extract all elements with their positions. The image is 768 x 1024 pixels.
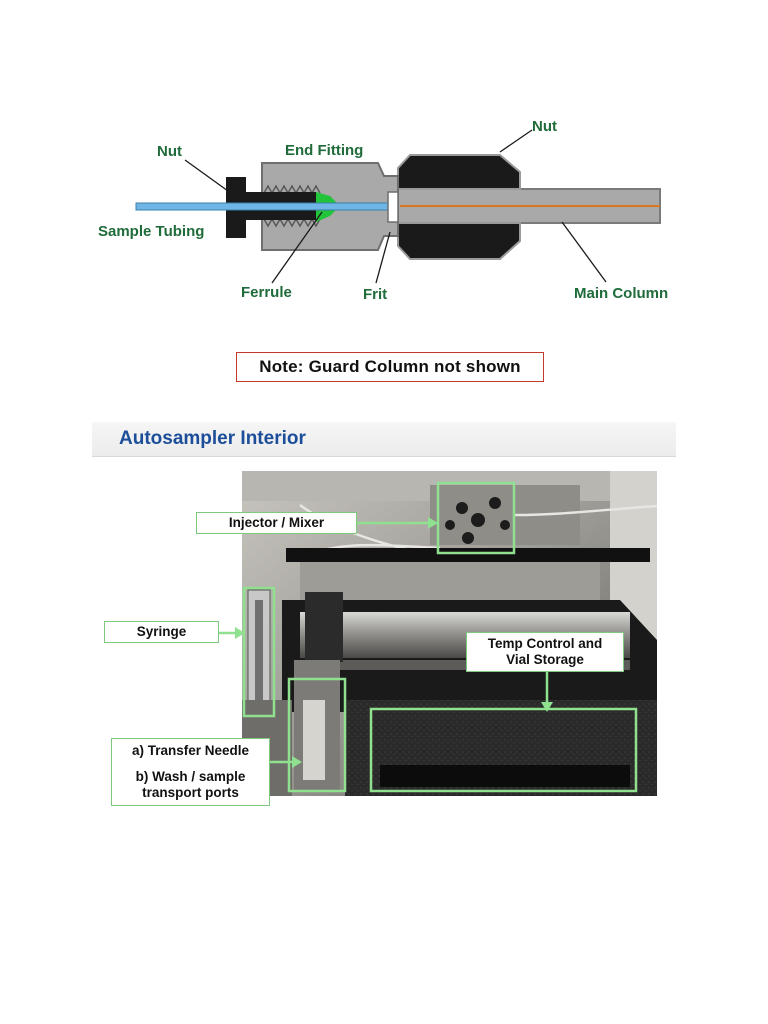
- guard-column-note: Note: Guard Column not shown: [236, 352, 544, 382]
- callout-transfer-needle: a) Transfer Needle b) Wash / sample tran…: [111, 738, 270, 806]
- autosampler-title: Autosampler Interior: [119, 428, 306, 449]
- highlight-syringe: [242, 586, 276, 718]
- label-nut-left: Nut: [157, 143, 182, 160]
- end-fitting-threads-top: [263, 184, 321, 195]
- callout-arrows: [219, 517, 553, 768]
- callout-needle-line: a) Transfer Needle: [131, 743, 250, 758]
- sample-tubing: [135, 202, 389, 211]
- callout-wash-line1: b) Wash / sample: [135, 769, 246, 784]
- right-nut-threads: [398, 170, 430, 242]
- callout-temp-control: Temp Control and Vial Storage: [466, 632, 624, 672]
- label-frit: Frit: [363, 286, 387, 303]
- photo-needle-slot: [303, 700, 325, 780]
- note-text: Note: Guard Column not shown: [259, 357, 521, 376]
- highlight-boxes: [242, 481, 638, 793]
- photo-injector-fittings: [445, 497, 510, 544]
- photo-syringe-plunger: [255, 600, 263, 705]
- callout-wash-line2: transport ports: [142, 785, 239, 800]
- autosampler-photo: [219, 471, 658, 796]
- column-fitting-diagram: Nut End Fitting Nut Sample Tubing Ferrul…: [98, 118, 668, 303]
- autosampler-section-header: Autosampler Interior: [92, 422, 676, 457]
- label-sample-tubing: Sample Tubing: [98, 223, 204, 240]
- photo-injector-plate: [430, 485, 580, 545]
- callout-injector-text: Injector / Mixer: [228, 515, 325, 530]
- callout-syringe: Syringe: [104, 621, 219, 643]
- highlight-needle: [287, 677, 347, 793]
- photo-rail-screw: [300, 660, 630, 670]
- end-fitting-threads-bottom: [263, 217, 321, 228]
- label-end-fitting: End Fitting: [285, 142, 363, 159]
- fitting-leader-lines: [184, 129, 607, 284]
- label-nut-right: Nut: [532, 118, 557, 135]
- callout-temp-line1: Temp Control and: [487, 636, 603, 651]
- callout-temp-line2: Vial Storage: [506, 652, 584, 667]
- highlight-vial-storage: [369, 707, 638, 793]
- photo-back-plate: [300, 562, 600, 607]
- label-ferrule: Ferrule: [241, 284, 292, 301]
- right-nut: [397, 154, 521, 260]
- callout-injector-mixer: Injector / Mixer: [196, 512, 357, 534]
- photo-upper-bar: [286, 548, 650, 562]
- photo-vial-slot: [380, 765, 630, 787]
- frit-shape: [387, 191, 399, 223]
- photo-needle-arm: [305, 592, 343, 662]
- label-main-column: Main Column: [574, 285, 668, 302]
- callout-syringe-text: Syringe: [136, 624, 187, 639]
- highlight-injector: [436, 481, 516, 555]
